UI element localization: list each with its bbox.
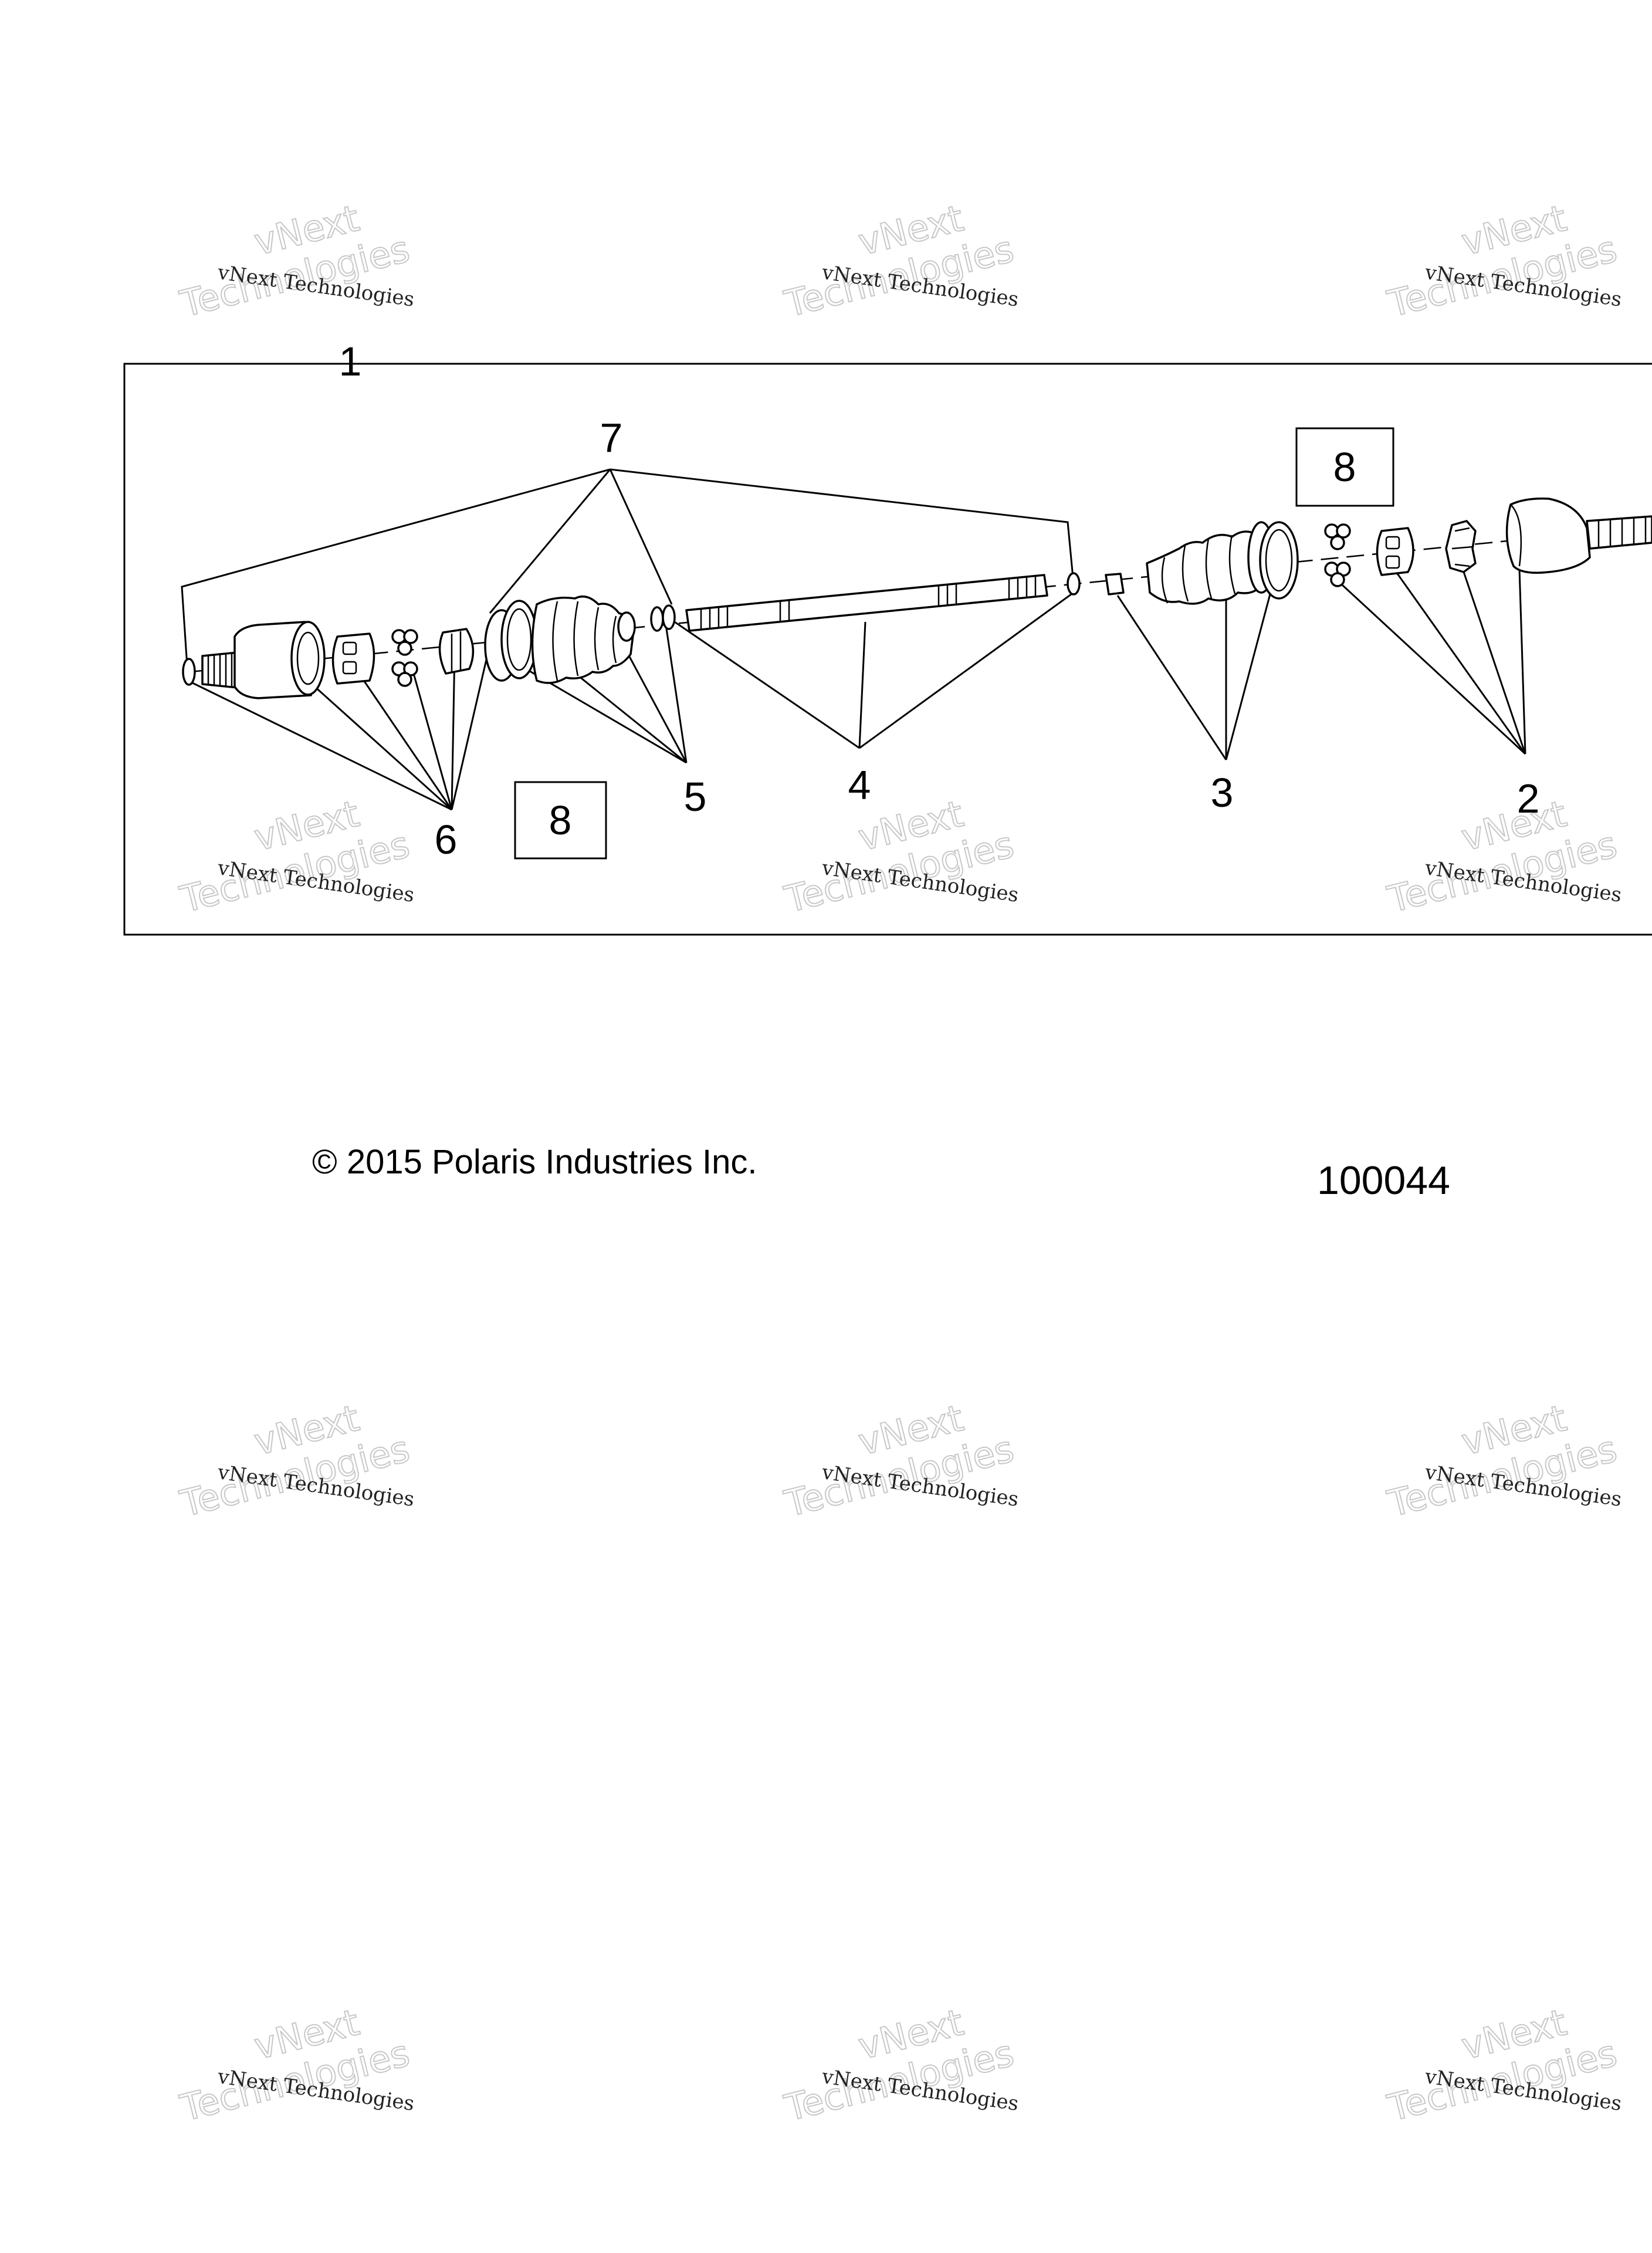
outer-cv-joint-assembly [1324, 497, 1652, 587]
callout-box-8-top [1295, 427, 1394, 507]
copyright-text: © 2015 Polaris Industries Inc. [312, 1143, 757, 1181]
callout-6: 6 [435, 817, 458, 862]
inner-cv-joint-assembly [182, 621, 475, 699]
callout-8-top: 8 [1333, 444, 1356, 490]
callout-5: 5 [684, 774, 707, 820]
callout-7: 7 [600, 415, 623, 461]
assembly-frame [123, 363, 1652, 936]
callout-3: 3 [1211, 770, 1234, 816]
axle-shaft [685, 574, 1048, 632]
callout-2: 2 [1517, 776, 1540, 821]
callout-1: 1 [339, 339, 362, 384]
callout-box-8-bottom [514, 781, 607, 860]
diagram-id: 100044 [1317, 1158, 1450, 1203]
leader-lines [181, 468, 1526, 811]
outer-boot-assembly [1067, 521, 1299, 605]
inner-boot-assembly [484, 595, 676, 684]
callout-8-bottom: 8 [549, 797, 572, 843]
callout-4: 4 [848, 762, 871, 808]
